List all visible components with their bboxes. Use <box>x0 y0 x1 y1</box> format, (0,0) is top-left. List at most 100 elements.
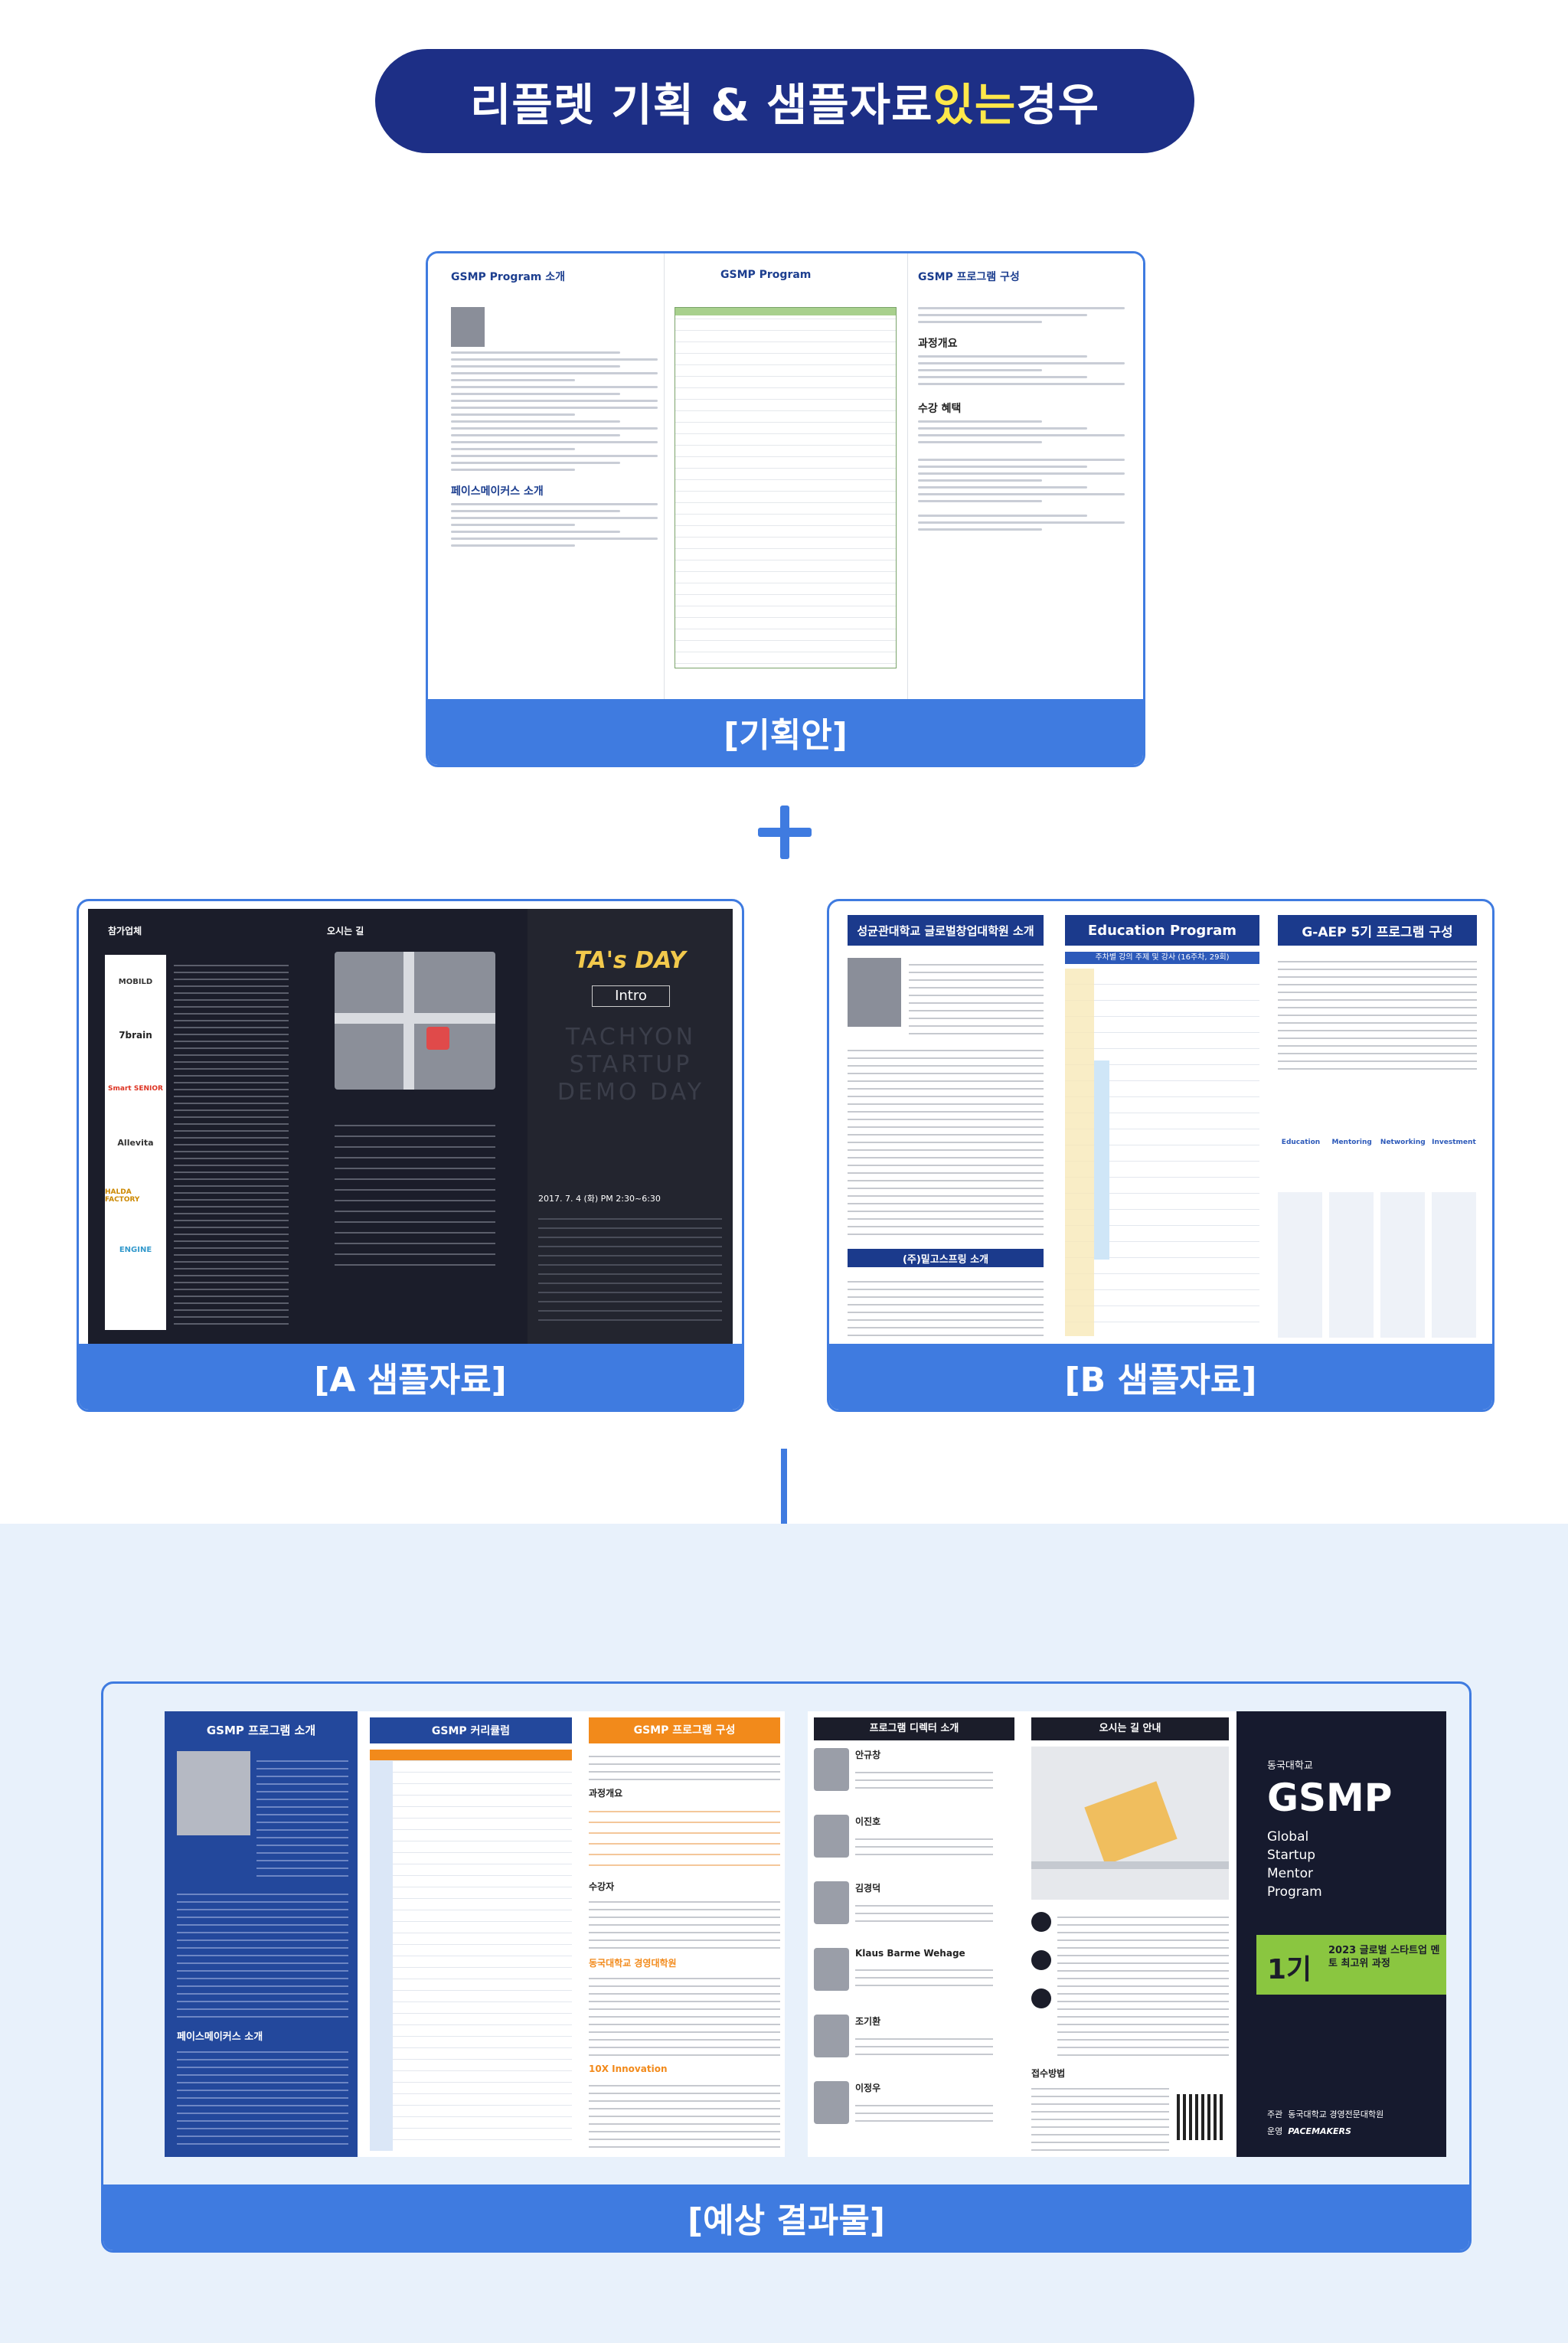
result-left-p1-title: GSMP 프로그램 소개 <box>206 1724 316 1737</box>
logo-7brain: 7brain <box>119 1030 152 1041</box>
plus-icon <box>758 806 812 859</box>
director-item: 안규창 <box>814 1748 1014 1815</box>
result-left-p2-title: GSMP 커리큘럼 <box>370 1717 572 1743</box>
director-item: 이정우 <box>814 2081 1014 2148</box>
cover-line: Global <box>1267 1829 1309 1845</box>
result-right-p1-title: 프로그램 디렉터 소개 <box>814 1717 1014 1740</box>
step-investment: Investment <box>1432 1139 1476 1146</box>
sample-b-card: 성균관대학교 글로벌창업대학원 소개 (주)밑고스프링 소개 Education… <box>827 899 1494 1412</box>
cohort-badge: 1기 2023 글로벌 스타트업 멘토 최고위 과정 <box>1256 1935 1446 1995</box>
avatar <box>814 1748 849 1791</box>
result-left-text-4 <box>589 1750 780 1780</box>
cover-line: Program <box>1267 1884 1322 1900</box>
sample-a-panel3-sub: Intro <box>592 985 670 1007</box>
logo-engine: ENGINE <box>119 1245 152 1254</box>
logo-halda: HALDA FACTORY <box>105 1188 140 1204</box>
result-left-text-6 <box>589 1972 780 2056</box>
director-list: 안규창 이진호 김경덕 Klaus Barme Wehage 조기환 <box>814 1748 1014 2151</box>
director-item: 김경덕 <box>814 1881 1014 1948</box>
title-text-end: 경우 <box>1016 79 1099 131</box>
director-name: Klaus Barme Wehage <box>855 1948 965 1959</box>
result-left-panel-1: GSMP 프로그램 소개 페이스메이커스 소개 <box>165 1711 358 2157</box>
result-leaflet-left: GSMP 프로그램 소개 페이스메이커스 소개 GSMP 커리큘럼 GSMP 프… <box>165 1711 785 2157</box>
page-title: 리플렛 기획 & 샘플자료 있는 경우 <box>375 49 1194 153</box>
avatar <box>814 2081 849 2124</box>
sample-b-step-grid <box>1278 1192 1477 1338</box>
sample-a-panel-3: TA's DAY Intro TACHYON STARTUP DEMO DAY … <box>528 909 733 1344</box>
plan-column-3: GSMP 프로그램 구성 과정개요 수강 혜택 <box>918 269 1125 690</box>
portrait-image <box>177 1751 250 1835</box>
portrait-image <box>848 958 901 1027</box>
avatar <box>814 1815 849 1858</box>
sample-b-panel-1: 성균관대학교 글로벌창업대학원 소개 (주)밑고스프링 소개 <box>838 909 1053 1344</box>
operator-name: PACEMAKERS <box>1288 2126 1351 2136</box>
plan-col2-title: GSMP Program <box>720 269 812 281</box>
step-networking: Networking <box>1380 1139 1426 1146</box>
cover-title: GSMP <box>1267 1776 1393 1820</box>
operator-label: 운영 <box>1267 2126 1283 2136</box>
apply-info <box>1031 2082 1169 2151</box>
sample-a-panel1-title: 참가업체 <box>108 926 142 936</box>
plan-caption: [기획안] <box>428 699 1143 765</box>
step-mentoring: Mentoring <box>1331 1139 1372 1146</box>
result-curriculum-table <box>370 1750 572 2151</box>
sample-b-text-1 <box>909 958 1044 1034</box>
plan-col1-subtitle: 페이스메이커스 소개 <box>451 485 544 498</box>
sample-b-caption: [B 샘플자료] <box>829 1344 1492 1410</box>
title-text: 리플렛 기획 & 샘플자료 <box>470 79 933 131</box>
result-left-panel-2: GSMP 커리큘럼 <box>365 1711 577 2157</box>
title-highlight: 있는 <box>933 79 1017 131</box>
logo-mobild: MOBILD <box>118 977 153 986</box>
result-caption: [예상 결과물] <box>103 2185 1469 2250</box>
result-left-text-3 <box>177 2045 348 2145</box>
sample-b-text-2 <box>848 1044 1044 1235</box>
result-right-p2-title: 오시는 길 안내 <box>1031 1717 1229 1740</box>
avatar <box>814 1948 849 1991</box>
result-left-p3-s3: 동국대학교 경영대학원 <box>589 1958 677 1969</box>
sample-b-text-3 <box>848 1275 1044 1336</box>
result-right-panel-2: 오시는 길 안내 접수방법 <box>1027 1711 1233 2157</box>
transport-info <box>1057 1910 1229 2056</box>
result-map <box>1031 1747 1229 1900</box>
sample-a-panel3-title: TA's DAY <box>574 947 686 974</box>
plan-col3-section-1: 과정개요 <box>918 338 958 350</box>
director-name: 김경덕 <box>855 1883 881 1894</box>
cover-footer: 주관 동국대학교 경영전문대학원 운영 PACEMAKERS <box>1267 2106 1383 2140</box>
sample-a-card: 참가업체 MOBILD 7brain Smart SENIOR Allevita… <box>77 899 744 1412</box>
sample-b-curriculum-table <box>1065 969 1259 1336</box>
director-name: 이정우 <box>855 2083 881 2093</box>
sample-a-panel-1: 참가업체 MOBILD 7brain Smart SENIOR Allevita… <box>88 909 302 1344</box>
result-left-p3-s1: 과정개요 <box>589 1788 623 1799</box>
result-left-p3-s2: 수강자 <box>589 1881 615 1892</box>
result-left-text-7 <box>589 2079 780 2148</box>
cover-lines: Global Startup Mentor Program <box>1267 1828 1322 1901</box>
sample-b-panel3-title: G-AEP 5기 프로그램 구성 <box>1278 915 1477 946</box>
sample-a-panel2-title: 오시는 길 <box>327 926 364 936</box>
result-right-panel-1: 프로그램 디렉터 소개 안규창 이진호 김경덕 Klaus Barme Weha… <box>808 1711 1021 2157</box>
cover-line: Mentor <box>1267 1866 1313 1881</box>
plan-col1-title: GSMP Program 소개 <box>451 271 566 283</box>
result-left-panel-3: GSMP 프로그램 구성 과정개요 수강자 동국대학교 경영대학원 10X In… <box>584 1711 785 2157</box>
sample-b-panel-3: G-AEP 5기 프로그램 구성 Education Mentoring Net… <box>1272 909 1483 1344</box>
sample-b-panel1-title: 성균관대학교 글로벌창업대학원 소개 <box>848 915 1044 946</box>
avatar <box>814 2015 849 2057</box>
sample-a-panel3-big: TACHYON STARTUP DEMO DAY <box>557 1024 705 1106</box>
director-item: 조기환 <box>814 2015 1014 2081</box>
plan-col3-section-2: 수강 혜택 <box>918 403 962 415</box>
sample-a-caption: [A 샘플자료] <box>79 1344 742 1410</box>
director-item: Klaus Barme Wehage <box>814 1948 1014 2015</box>
result-left-text-1 <box>256 1754 348 1877</box>
result-card: GSMP 프로그램 소개 페이스메이커스 소개 GSMP 커리큘럼 GSMP 프… <box>101 1681 1472 2253</box>
cohort-number: 1기 <box>1267 1954 1312 1985</box>
sample-a-map <box>335 952 495 1090</box>
logo-allevita: Allevita <box>117 1137 154 1148</box>
qr-code-icon <box>1177 2094 1223 2140</box>
sample-a-directions <box>335 1116 495 1269</box>
sample-b-leaflet: 성균관대학교 글로벌창업대학원 소개 (주)밑고스프링 소개 Education… <box>838 909 1483 1344</box>
host-label: 주관 <box>1267 2109 1283 2119</box>
director-name: 이진호 <box>855 1816 881 1827</box>
subway-icon <box>1031 1950 1051 1970</box>
result-left-text-2 <box>177 1887 348 2018</box>
result-right-cover: 동국대학교 GSMP Global Startup Mentor Program… <box>1236 1711 1446 2157</box>
sample-a-logo-list: MOBILD 7brain Smart SENIOR Allevita HALD… <box>105 955 166 1330</box>
